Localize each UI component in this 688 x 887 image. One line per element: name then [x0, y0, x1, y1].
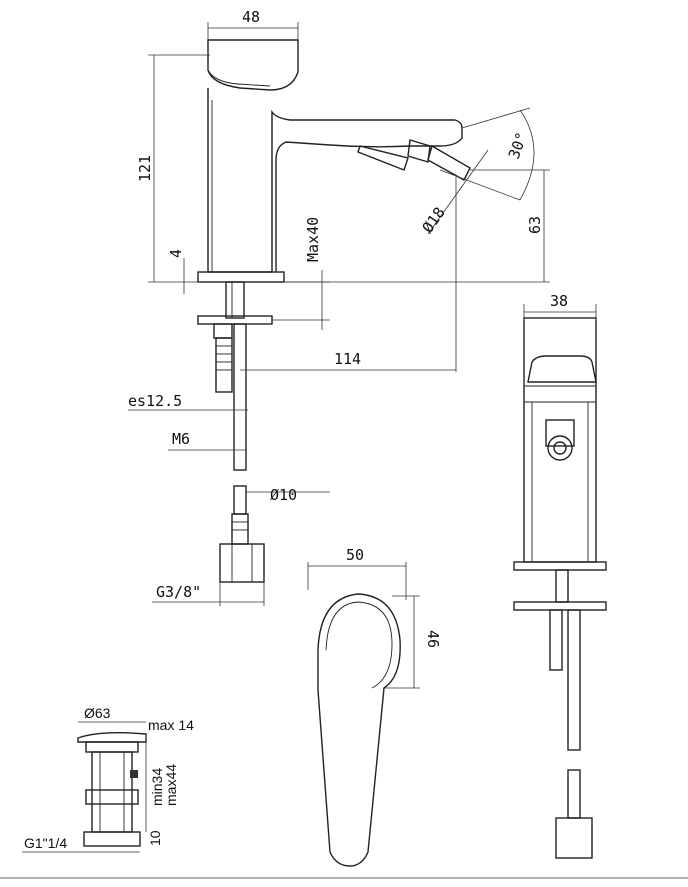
dim-46-label: 46: [424, 630, 442, 648]
handle-lever-edge: [207, 69, 271, 87]
dim-g3-8: G3/8": [152, 582, 265, 606]
shank-upper: [225, 281, 245, 319]
faucet-side-view: [513, 317, 607, 859]
faucet-front-view: [197, 39, 471, 583]
dim-es12-5-label: es12.5: [128, 392, 182, 410]
spout-aerator-nozzle: [427, 144, 471, 181]
dim-es-m6: es12.5 M6: [128, 392, 248, 451]
faucet-body-outline: [207, 88, 463, 273]
side-washer: [513, 601, 607, 611]
waste-overflow: [130, 770, 138, 778]
side-spout-nozzle: [545, 419, 575, 447]
handle-outline: [317, 593, 401, 867]
dim-max14-label: max 14: [148, 717, 194, 733]
flexible-hose-upper: [233, 323, 247, 471]
dim-114-label: 114: [334, 350, 361, 368]
side-handle: [527, 355, 597, 383]
dim-waste-d63-label: Ø63: [84, 705, 111, 721]
dim-38: 38: [523, 292, 597, 320]
base-plate: [197, 271, 285, 283]
side-aerator-inner: [553, 441, 567, 455]
fixing-nut: [213, 323, 233, 339]
handle-top-view: [317, 593, 401, 867]
dim-max40-label: Max40: [304, 217, 322, 262]
waste-tail: [83, 831, 141, 847]
waste-flange: [85, 741, 139, 753]
dim-d10: Ø10: [246, 486, 330, 504]
spout-aerator-ring: [407, 139, 431, 163]
dim-4: 4: [167, 249, 185, 294]
dim-min34-label: min34: [149, 768, 165, 806]
handle-lever-top: [207, 39, 299, 91]
dim-114: 114: [240, 176, 457, 372]
dim-38-label: 38: [550, 292, 568, 310]
g3-8-nut: [219, 543, 265, 583]
side-aerator-outer: [547, 435, 573, 461]
dim-121-label: 121: [136, 155, 154, 182]
dim-g3-8-label: G3/8": [156, 583, 201, 601]
dim-121: 121: [136, 54, 210, 283]
spout-aerator-left: [357, 145, 409, 171]
dim-48-label: 48: [242, 8, 260, 26]
angle-ray-1: [439, 169, 521, 201]
angle-ray-2: [461, 107, 531, 129]
dim-d18-label: Ø18: [419, 204, 449, 237]
dim-m6-label: M6: [172, 430, 190, 448]
waste-nut: [85, 789, 139, 805]
side-hose-upper: [567, 609, 581, 751]
side-shank: [555, 569, 569, 603]
threaded-rod: [215, 337, 233, 393]
side-base-plate: [513, 561, 607, 571]
d18-leader: [427, 149, 489, 235]
angle-arc: [519, 109, 535, 201]
popup-waste: [77, 731, 147, 847]
dim-50-label: 50: [346, 546, 364, 564]
handle-inner-curve: [325, 601, 393, 689]
side-rod: [549, 609, 563, 671]
side-hose-lower: [567, 769, 581, 819]
hose-fitting: [231, 513, 249, 545]
dim-4-label: 4: [167, 249, 185, 258]
dim-48: 48: [207, 8, 299, 40]
side-nut: [555, 817, 593, 859]
dim-g1-1-4-label: G1"1/4: [24, 835, 67, 851]
flexible-hose-lower: [233, 485, 247, 515]
fixing-washer: [197, 315, 273, 325]
dim-30-label: 30°: [505, 130, 531, 162]
dim-d10-label: Ø10: [270, 486, 297, 504]
dim-spout: 30° Ø18 63: [284, 107, 550, 283]
dim-max40: Max40: [272, 217, 330, 330]
side-body: [523, 317, 597, 563]
dim-50-46: 50 46: [307, 546, 442, 689]
dim-waste: Ø63 max 14 min34 max44 10 G1"1/4: [22, 705, 194, 853]
waste-cap: [77, 731, 147, 743]
dim-63-label: 63: [526, 216, 544, 234]
dim-10-label: 10: [147, 830, 163, 846]
dim-max44-label: max44: [163, 764, 179, 806]
waste-body: [91, 751, 133, 833]
